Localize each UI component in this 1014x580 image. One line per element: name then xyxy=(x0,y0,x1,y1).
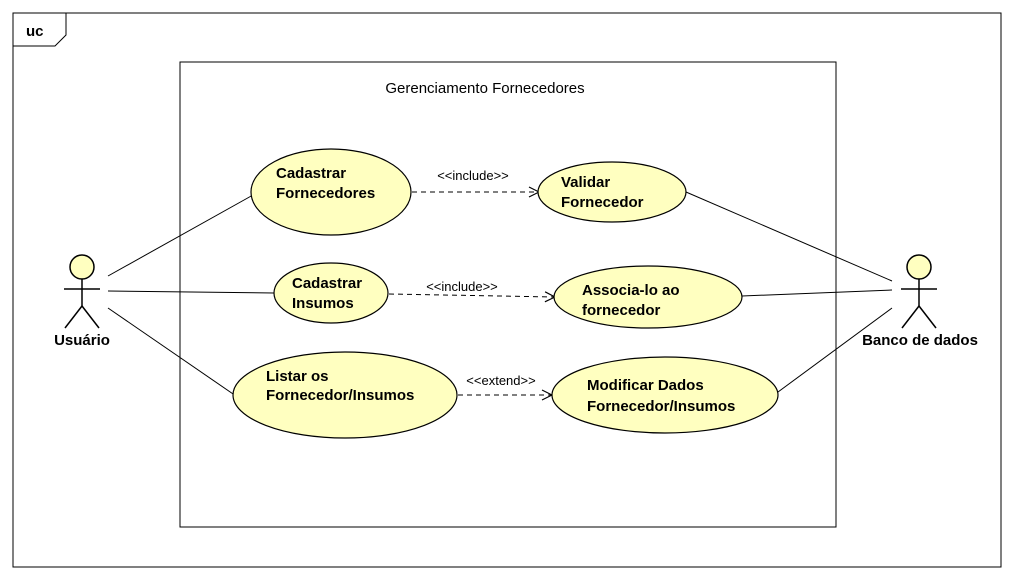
association-user-cadastrar-fornecedores xyxy=(107,194,254,277)
frame-tag-label: uc xyxy=(26,23,44,40)
usecase-label-line-1: Modificar Dados xyxy=(587,377,704,394)
usecase-label-line-2: Fornecedor/Insumos xyxy=(587,398,735,415)
actor-database-label: Banco de dados xyxy=(862,332,978,349)
include-label-1: <<include>> xyxy=(437,168,509,183)
usecase-associa-fornecedor[interactable]: Associa-lo ao fornecedor xyxy=(553,265,743,329)
include-label-2: <<include>> xyxy=(426,279,498,294)
frame-tag-box xyxy=(13,13,67,47)
usecase-cadastrar-insumos[interactable]: Cadastrar Insumos xyxy=(273,262,389,324)
association-modificar-database xyxy=(777,307,893,393)
usecase-label-line-1: Cadastrar xyxy=(292,275,362,292)
usecase-label-line-2: Fornecedor/Insumos xyxy=(266,387,414,404)
usecase-label-line-2: Insumos xyxy=(292,295,354,312)
usecase-cadastrar-fornecedores[interactable]: Cadastrar Fornecedores xyxy=(250,148,412,236)
usecase-validar-fornecedor[interactable]: Validar Fornecedor xyxy=(537,161,687,223)
usecase-modificar[interactable]: Modificar Dados Fornecedor/Insumos xyxy=(551,356,779,434)
usecase-label-line-1: Cadastrar xyxy=(276,165,346,182)
actor-user-label: Usuário xyxy=(54,332,110,349)
extend-label-1: <<extend>> xyxy=(466,373,535,388)
system-boundary-title: Gerenciamento Fornecedores xyxy=(385,80,584,97)
usecase-label-line-2: fornecedor xyxy=(582,302,661,319)
usecase-listar[interactable]: Listar os Fornecedor/Insumos xyxy=(232,351,458,439)
usecase-label-line-1: Listar os xyxy=(266,368,329,385)
association-associa-database xyxy=(741,289,893,297)
association-validar-database xyxy=(685,191,893,282)
include-arrow-2 xyxy=(388,294,555,297)
actor-database[interactable]: Banco de dados xyxy=(862,254,978,349)
usecase-label-line-1: Associa-lo ao xyxy=(582,282,680,299)
association-user-listar xyxy=(107,307,237,397)
association-user-cadastrar-insumos xyxy=(107,290,275,294)
usecase-label-line-2: Fornecedor xyxy=(561,194,644,211)
usecase-label-line-2: Fornecedores xyxy=(276,185,375,202)
actor-user[interactable]: Usuário xyxy=(54,254,110,349)
usecase-label-line-1: Validar xyxy=(561,174,610,191)
